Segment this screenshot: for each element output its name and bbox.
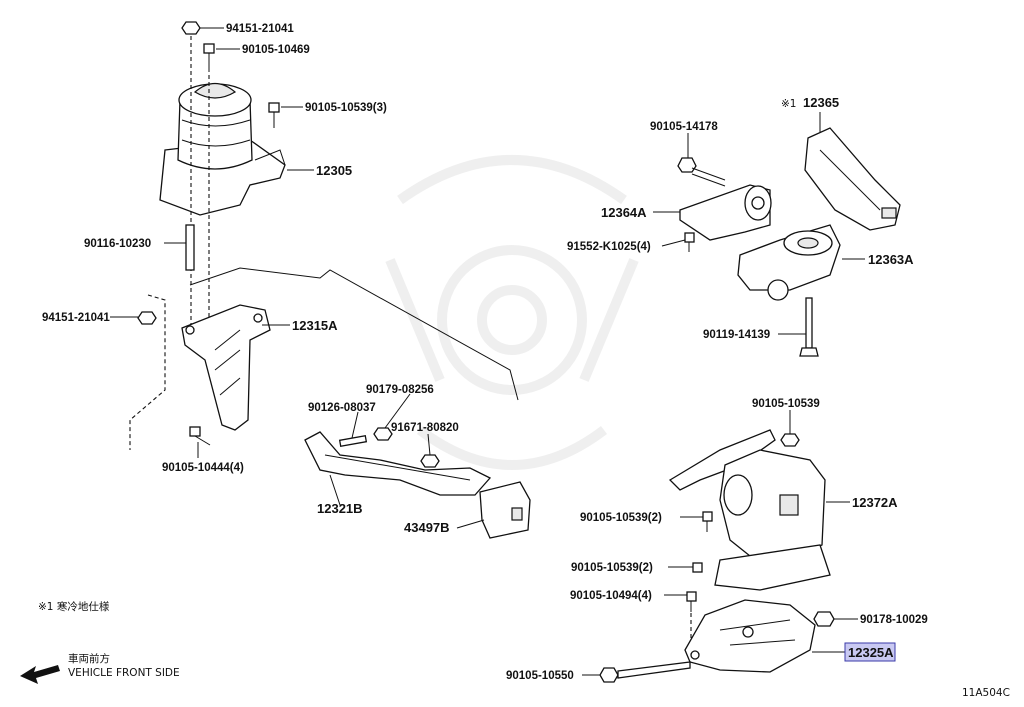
cold-spec-note: ※1 寒冷地仕様 [38, 600, 110, 613]
bolt-90105-10539-2a[interactable] [702, 511, 713, 532]
bolt-90105-10494-4[interactable] [686, 591, 697, 612]
nut-91671-80820[interactable] [420, 454, 440, 468]
label-90105-10550[interactable]: 90105-10550 [506, 670, 574, 682]
bracket-12325A[interactable] [684, 599, 816, 673]
bolt-90105-10539-3[interactable] [268, 102, 280, 128]
label-94151-21041[interactable]: 94151-21041 [226, 23, 294, 35]
bolt-90119-14139[interactable] [799, 297, 819, 357]
label-90105-10539[interactable]: 90105-10539 [752, 398, 820, 410]
bracket-12372A[interactable] [668, 429, 831, 591]
front-label-jp: 車両前方 [68, 652, 110, 665]
bolt-90105-10550[interactable] [599, 661, 691, 683]
label-90178-10029[interactable]: 90178-10029 [860, 614, 928, 626]
bolt-90105-10539-2b[interactable] [692, 562, 703, 573]
label-90116-10230[interactable]: 90116-10230 [84, 238, 151, 250]
label-cold-mark: ※1 [781, 98, 796, 110]
label-12365[interactable]: 12365 [803, 95, 839, 110]
insulator-43497B[interactable] [479, 481, 531, 539]
label-12321B[interactable]: 12321B [317, 501, 363, 516]
bolt-91552-K1025-4[interactable] [684, 232, 695, 252]
label-43497B[interactable]: 43497B [404, 520, 450, 535]
label-12372A[interactable]: 12372A [852, 495, 898, 510]
bracket-12364A[interactable] [679, 184, 772, 241]
label-90105-10469[interactable]: 90105-10469 [242, 44, 310, 56]
label-94151-21041-side[interactable]: 94151-21041 [42, 312, 110, 324]
label-12325A[interactable]: 12325A [848, 645, 894, 660]
highlight-12325A [844, 642, 896, 662]
bolt-90105-14178[interactable] [677, 157, 726, 187]
bracket-12315A[interactable] [181, 304, 271, 431]
figure-code: 11A504C [962, 687, 1010, 699]
label-91552-K1025-4[interactable]: 91552-K1025(4) [567, 241, 651, 253]
stud-90116-10230[interactable] [185, 224, 195, 271]
label-90179-08256[interactable]: 90179-08256 [366, 384, 434, 396]
watermark-emblem [385, 155, 639, 470]
label-90119-14139[interactable]: 90119-14139 [703, 329, 770, 341]
bolt-90105-10539-top[interactable] [780, 433, 800, 447]
label-12315A[interactable]: 12315A [292, 318, 338, 333]
label-90105-10539-2b[interactable]: 90105-10539(2) [571, 562, 653, 574]
nut-94151-21041-top[interactable] [181, 21, 201, 35]
engine-mount-12305[interactable] [159, 82, 286, 216]
label-90105-10539-2a[interactable]: 90105-10539(2) [580, 512, 662, 524]
mount-12363A[interactable] [737, 224, 841, 301]
bolt-90126-08037[interactable] [338, 435, 368, 447]
part-labels: 94151-21041 90105-10469 90105-10539(3) 1… [42, 23, 928, 682]
label-12364A[interactable]: 12364A [601, 205, 647, 220]
leader-lines [110, 27, 865, 676]
label-90105-10494-4[interactable]: 90105-10494(4) [570, 590, 652, 602]
label-90105-10444-4[interactable]: 90105-10444(4) [162, 462, 244, 474]
bracket-12321B[interactable] [304, 431, 492, 496]
label-12305[interactable]: 12305 [316, 163, 352, 178]
engine-outline [129, 267, 519, 450]
label-90105-14178[interactable]: 90105-14178 [650, 121, 718, 133]
bolt-90105-10444-4[interactable] [189, 426, 211, 446]
label-12363A[interactable]: 12363A [868, 252, 914, 267]
nut-94151-21041-side[interactable] [137, 311, 157, 325]
front-label-en: VEHICLE FRONT SIDE [68, 667, 180, 679]
label-90126-08037[interactable]: 90126-08037 [308, 402, 376, 414]
nut-90178-10029[interactable] [813, 611, 835, 627]
label-91671-80820[interactable]: 91671-80820 [391, 422, 459, 434]
label-90105-10539-3[interactable]: 90105-10539(3) [305, 102, 387, 114]
bracket-12365[interactable] [804, 127, 901, 231]
bolt-90105-10469[interactable] [203, 43, 215, 72]
front-arrow-icon [20, 665, 60, 684]
nut-90179-08256[interactable] [373, 427, 393, 441]
